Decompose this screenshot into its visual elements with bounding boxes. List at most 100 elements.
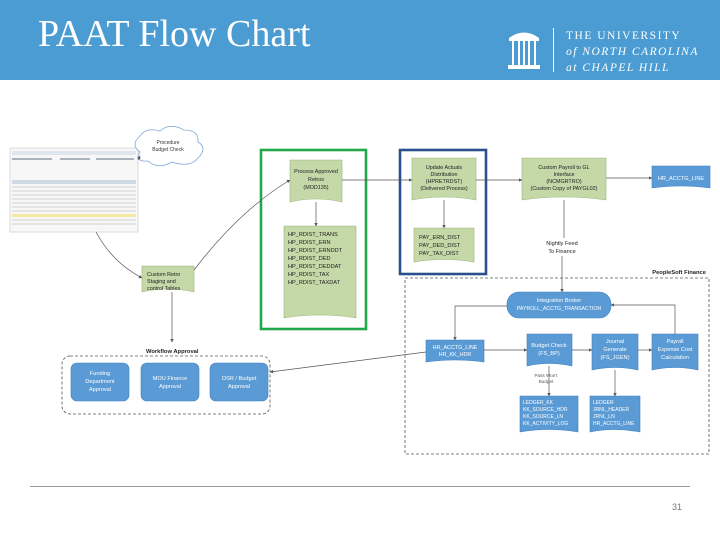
funding-line-1: Funding [90,371,110,377]
kk-table-3: KK_SOURCE_LN [523,414,563,420]
pay-table-2: PAY_DED_DIST [419,243,461,249]
logo-line-3: at CHAPEL HILL [566,62,670,74]
budget-check-node: Budget Check (FS_BP) [526,333,573,367]
integration-broker-node: Integration Broker PAYROLL_ACCTG_TRANSAC… [506,291,612,319]
budget-check-line-2: (FS_BP) [538,351,560,357]
retro-staging-line-3: control Tables [147,286,180,292]
payroll-gl-line-4: (Custom Copy of PAYGL02) [531,186,598,192]
staging-table-screenshot [9,147,139,233]
arrow-broker-to-hr-acctg-bottom [453,305,507,341]
mou-finance-node: MOU Finance Approval [140,362,200,402]
hr-acctg-bottom-line-2: HR_KK_HDR [439,352,472,358]
pay-dist-tables-node: PAY_ERN_DIST PAY_DED_DIST PAY_TAX_DIST [413,227,475,263]
cloud-label-1: Procedure [156,140,179,146]
funding-line-2: Department [85,379,115,385]
hp-table-6: HP_RDIST_TAX [288,272,330,278]
payroll-expense-line-1: Payroll [666,339,683,345]
funding-line-3: Approval [89,387,111,393]
pay-table-1: PAY_ERN_DIST [419,235,461,241]
ledger-tables-node: LEDGER JRNL_HEADER JRNL_LN HR_ACCTG_LINE [589,395,641,433]
payroll-expense-line-2: Expense Cost [658,347,693,353]
arrow-expense-to-broker [610,303,676,334]
process-approved-line-2: Retros [308,177,324,183]
peoplesoft-finance-container [404,277,710,455]
payroll-gl-line-1: Custom Payroll to GL [538,165,589,171]
journal-generate-node: Journal Generate (FS_JGEN) [591,333,639,371]
osr-budget-node: OSR / Budget Approval [209,362,269,402]
arrow-staging-to-process [193,179,291,271]
hp-table-2: HP_RDIST_ERN [288,240,331,246]
process-approved-line-3: (MOD135) [303,185,328,191]
hp-table-7: HP_RDIST_TAXDAT [288,280,341,286]
journal-generate-line-3: (FS_JGEN) [601,355,630,361]
nightly-feed-line-1: Nightly Feed [546,241,577,247]
arrow-screenshot-to-staging [95,231,143,279]
update-actuals-node: Update Actuals Distribution (HPRETRDST) … [411,157,477,201]
hp-table-3: HP_RDIST_ERNDDT [288,248,343,254]
hr-acctg-line-top-label: HR_ACCTG_LINE [658,176,705,182]
green-highlight-frame [259,148,368,331]
university-logo: THE UNIVERSITY of NORTH CAROLINA at CHAP… [566,28,699,76]
hp-table-5: HP_RDIST_DEDDAT [288,264,342,270]
funding-department-node: Funding Department Approval [70,362,130,402]
budget-check-cloud: Procedure Budget Check [134,125,204,167]
hr-acctg-line-top-node: HR_ACCTG_LINE [651,165,711,189]
ledger-table-2: JRNL_HEADER [593,407,630,413]
kk-table-4: KK_ACTIVITY_LOG [523,421,568,427]
payroll-expense-line-3: Calculation [661,355,689,361]
footer-divider [30,486,690,487]
pass-budget-line-2: Budget [539,379,554,384]
ledger-table-4: HR_ACCTG_LINE [593,421,635,427]
update-actuals-line-3: (HPRETRDST) [426,179,463,185]
workflow-approval-label: Workflow Approval [146,349,199,355]
journal-generate-line-1: Journal [606,339,624,345]
workflow-approval-container [61,355,271,415]
slide-header: PAAT Flow Chart THE UNIVERSITY of NORTH … [0,0,720,80]
kk-table-2: KK_SOURCE_HDR [523,407,568,413]
pass-budget-line-1: Pass Won't [534,373,558,378]
osr-budget-line-1: OSR / Budget [222,376,257,382]
mou-finance-line-1: MOU Finance [153,376,188,382]
integration-broker-line-2: PAYROLL_ACCTG_TRANSACTION [517,306,602,312]
hp-table-4: HP_RDIST_DED [288,256,331,262]
payroll-gl-line-2: Interface [554,172,575,178]
update-actuals-line-4: (Delivered Process) [420,186,468,192]
custom-retro-staging-node: Custom Retro Staging and control Tables [141,265,195,293]
kk-tables-node: LEDGER_KK KK_SOURCE_HDR KK_SOURCE_LN KK_… [519,395,579,433]
old-well-icon [508,32,540,69]
connectors [95,155,676,397]
hr-acctg-kk-hdr-node: HR_ACCTG_LINE HR_KK_HDR [425,339,485,363]
ledger-table-3: JRNL_LN [593,414,615,420]
payroll-expense-node: Payroll Expense Cost Calculation [651,333,699,371]
page-number: 31 [672,502,683,512]
journal-generate-line-2: Generate [603,347,626,353]
process-approved-retros-node: Process Approved Retros (MOD135) [289,159,343,203]
navy-highlight-frame [398,148,488,276]
pay-table-3: PAY_TAX_DIST [419,251,459,257]
custom-payroll-gl-node: Custom Payroll to GL Interface (NCMGRTRO… [521,157,607,201]
integration-broker-line-1: Integration Broker [537,298,582,304]
peoplesoft-finance-label: PeopleSoft Finance [652,270,707,276]
process-approved-line-1: Process Approved [294,169,338,175]
retro-staging-line-2: Staging and [147,279,176,285]
budget-check-line-1: Budget Check [531,343,566,349]
payroll-gl-line-3: (NCMGRTRO) [546,179,581,185]
logo-divider [553,28,554,72]
mou-finance-line-2: Approval [159,384,181,390]
ledger-table-1: LEDGER [593,400,614,406]
osr-budget-line-2: Approval [228,384,250,390]
kk-table-1: LEDGER_KK [523,400,554,406]
logo-line-1: THE UNIVERSITY [566,30,682,42]
logo-line-2: of NORTH CAROLINA [566,46,699,58]
update-actuals-line-2: Distribution [431,172,458,178]
arrow-screenshot-to-cloud [137,155,141,161]
hr-acctg-bottom-line-1: HR_ACCTG_LINE [433,345,478,351]
nightly-feed-line-2: To Finance [548,249,575,255]
retro-staging-line-1: Custom Retro [147,272,180,278]
hp-rdist-tables-node: HP_RDIST_TRANS HP_RDIST_ERN HP_RDIST_ERN… [283,225,357,319]
hp-table-1: HP_RDIST_TRANS [288,232,338,238]
slide-title: PAAT Flow Chart [38,13,311,55]
arrow-hr-acctg-to-workflow [269,351,427,374]
update-actuals-line-1: Update Actuals [426,165,463,171]
